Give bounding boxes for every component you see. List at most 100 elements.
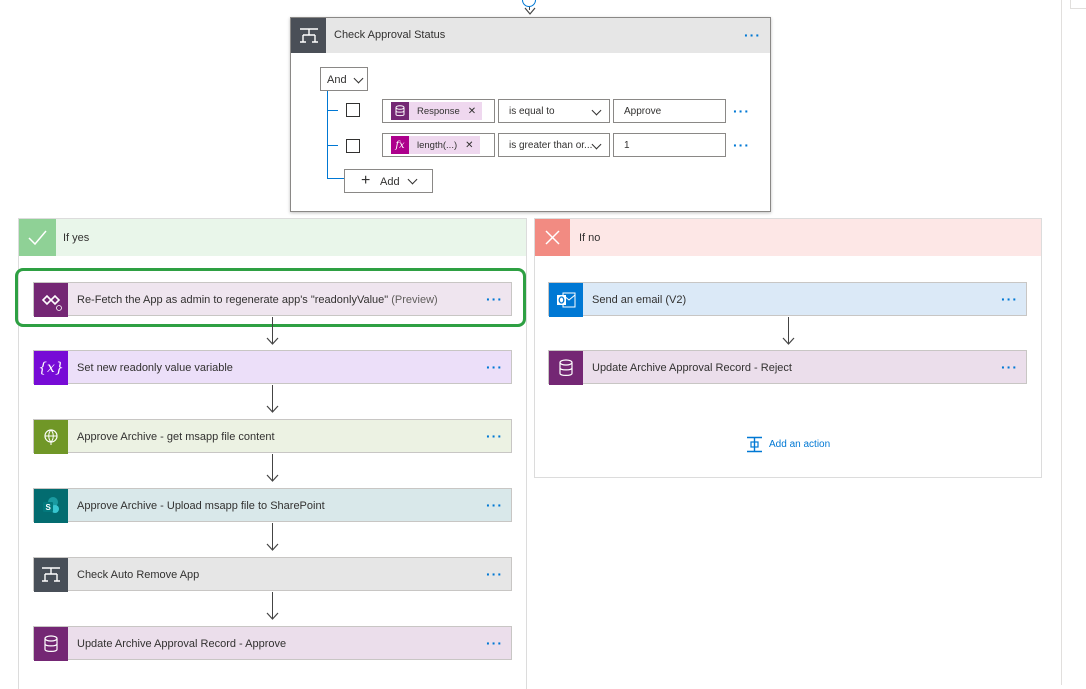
action-card-set-variable[interactable]: {x} Set new readonly value variable ··· xyxy=(33,350,512,385)
add-row-button[interactable]: + Add xyxy=(344,169,433,193)
action-more-button[interactable]: ··· xyxy=(486,497,503,513)
tree-branch xyxy=(327,145,338,146)
http-globe-icon xyxy=(34,420,68,454)
right-operand-field[interactable]: 1 xyxy=(613,133,726,157)
action-card-refetch-app[interactable]: Re-Fetch the App as admin to regenerate … xyxy=(33,282,512,317)
arrow-down-icon xyxy=(266,337,279,345)
action-label: Re-Fetch the App as admin to regenerate … xyxy=(77,294,438,306)
action-more-button[interactable]: ··· xyxy=(486,359,503,375)
row-checkbox[interactable] xyxy=(346,139,360,153)
remove-token-icon[interactable]: ✕ xyxy=(465,139,474,151)
condition-icon xyxy=(34,558,68,592)
action-title: Re-Fetch the App as admin to regenerate … xyxy=(77,294,389,306)
add-row-label: Add xyxy=(380,176,400,188)
dynamic-token[interactable]: fx length(...) ✕ xyxy=(391,136,480,154)
connector-line xyxy=(272,523,273,550)
variable-icon: {x} xyxy=(34,351,68,385)
plus-icon: + xyxy=(361,172,371,189)
connector-line xyxy=(272,317,273,344)
chevron-down-icon xyxy=(353,73,364,84)
row-more-button[interactable]: ··· xyxy=(733,137,750,153)
arrow-down-icon xyxy=(524,7,536,15)
add-action-icon xyxy=(747,436,762,453)
right-operand-value: 1 xyxy=(624,140,630,151)
connector-line xyxy=(272,454,273,481)
arrow-down-icon xyxy=(266,405,279,413)
dynamic-token[interactable]: Response ✕ xyxy=(391,102,483,120)
preview-tag: (Preview) xyxy=(391,294,438,306)
outlook-icon xyxy=(549,283,583,317)
sharepoint-icon: S xyxy=(34,489,68,523)
action-card-send-email[interactable]: Send an email (V2) ··· xyxy=(548,282,1027,317)
tree-line xyxy=(327,91,328,178)
action-more-button[interactable]: ··· xyxy=(486,566,503,582)
arrow-down-icon xyxy=(782,337,795,345)
token-label: length(...) xyxy=(417,139,458,151)
comparator-value: is greater than or... xyxy=(509,140,593,151)
action-more-button[interactable]: ··· xyxy=(486,291,503,307)
action-card-update-approve[interactable]: Update Archive Approval Record - Approve… xyxy=(33,626,512,661)
action-more-button[interactable]: ··· xyxy=(1001,359,1018,375)
action-more-button[interactable]: ··· xyxy=(486,635,503,651)
action-card-upload-sharepoint[interactable]: S Approve Archive - Upload msapp file to… xyxy=(33,488,512,523)
connector-line xyxy=(272,385,273,412)
if-no-label: If no xyxy=(579,232,601,244)
insert-step-icon[interactable] xyxy=(522,0,536,7)
condition-header[interactable]: Check Approval Status ··· xyxy=(291,18,770,53)
token-label: Response xyxy=(417,105,460,117)
operator-dropdown[interactable]: And xyxy=(320,67,368,91)
arrow-down-icon xyxy=(266,612,279,620)
add-an-action-button[interactable]: Add an action xyxy=(746,436,830,453)
action-more-button[interactable]: ··· xyxy=(486,428,503,444)
if-yes-label: If yes xyxy=(63,232,90,244)
comparator-dropdown[interactable]: is equal to xyxy=(498,99,610,123)
right-operand-value: Approve xyxy=(624,106,662,117)
comparator-dropdown[interactable]: is greater than or... xyxy=(498,133,610,157)
condition-more-button[interactable]: ··· xyxy=(744,27,761,43)
if-no-header[interactable]: If no xyxy=(535,219,1041,256)
action-card-get-msapp[interactable]: Approve Archive - get msapp file content… xyxy=(33,419,512,454)
action-title: Check Auto Remove App xyxy=(77,569,200,581)
row-checkbox[interactable] xyxy=(346,103,360,117)
action-title: Approve Archive - Upload msapp file to S… xyxy=(77,500,325,512)
action-card-update-reject[interactable]: Update Archive Approval Record - Reject … xyxy=(548,350,1027,385)
action-title: Send an email (V2) xyxy=(592,294,687,306)
dataverse-icon xyxy=(391,102,409,120)
right-operand-field[interactable]: Approve xyxy=(613,99,726,123)
if-no-branch: If no xyxy=(534,218,1042,478)
condition-title: Check Approval Status xyxy=(334,29,446,41)
chevron-down-icon xyxy=(407,174,418,185)
chevron-down-icon xyxy=(591,105,602,116)
left-operand-field[interactable]: Response ✕ xyxy=(382,99,495,123)
action-title: Set new readonly value variable xyxy=(77,362,233,374)
operator-value: And xyxy=(327,74,347,86)
tree-branch xyxy=(327,178,344,179)
action-title: Approve Archive - get msapp file content xyxy=(77,431,275,443)
row-more-button[interactable]: ··· xyxy=(733,103,750,119)
left-operand-field[interactable]: fx length(...) ✕ xyxy=(382,133,495,157)
action-title: Update Archive Approval Record - Reject xyxy=(592,362,792,374)
close-icon xyxy=(535,219,570,256)
check-icon xyxy=(19,219,56,256)
tree-branch xyxy=(327,110,338,111)
svg-text:S: S xyxy=(46,503,52,512)
if-yes-header[interactable]: If yes xyxy=(19,219,526,256)
dataverse-icon xyxy=(34,627,68,661)
power-platform-admin-icon xyxy=(34,283,68,317)
remove-token-icon[interactable]: ✕ xyxy=(467,105,477,117)
chevron-down-icon xyxy=(591,139,602,150)
connector-line xyxy=(788,317,789,344)
action-more-button[interactable]: ··· xyxy=(1001,291,1018,307)
function-icon: fx xyxy=(391,136,409,154)
if-yes-branch: If yes xyxy=(18,218,527,689)
comparator-value: is equal to xyxy=(509,106,555,117)
scrollbar[interactable] xyxy=(1061,0,1086,685)
add-an-action-label: Add an action xyxy=(769,439,831,450)
connector-line xyxy=(272,592,273,619)
dataverse-icon xyxy=(549,351,583,385)
condition-icon xyxy=(291,18,326,53)
arrow-down-icon xyxy=(266,543,279,551)
arrow-down-icon xyxy=(266,474,279,482)
highlight-box xyxy=(15,268,526,327)
action-card-check-auto-remove[interactable]: Check Auto Remove App ··· xyxy=(33,557,512,592)
